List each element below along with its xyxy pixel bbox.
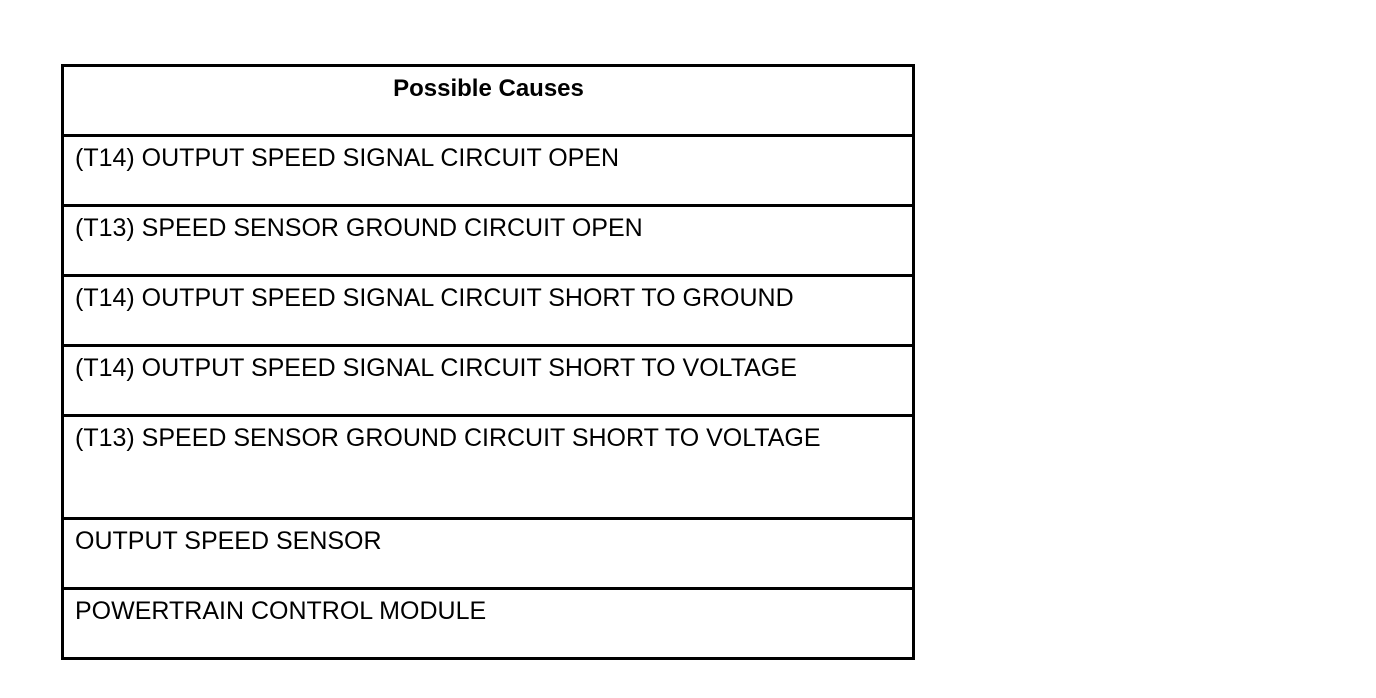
table-row: (T13) SPEED SENSOR GROUND CIRCUIT OPEN — [61, 204, 915, 277]
possible-causes-table: Possible Causes (T14) OUTPUT SPEED SIGNA… — [61, 64, 915, 660]
table-row: (T13) SPEED SENSOR GROUND CIRCUIT SHORT … — [61, 414, 915, 520]
cause-t13-ground-short-voltage: (T13) SPEED SENSOR GROUND CIRCUIT SHORT … — [61, 414, 915, 520]
cause-output-speed-sensor: OUTPUT SPEED SENSOR — [61, 517, 915, 590]
cause-t14-signal-short-voltage: (T14) OUTPUT SPEED SIGNAL CIRCUIT SHORT … — [61, 344, 915, 417]
table-row: POWERTRAIN CONTROL MODULE — [61, 587, 915, 660]
cause-t14-signal-short-ground: (T14) OUTPUT SPEED SIGNAL CIRCUIT SHORT … — [61, 274, 915, 347]
table-header-row: Possible Causes — [61, 64, 915, 137]
table-row: (T14) OUTPUT SPEED SIGNAL CIRCUIT SHORT … — [61, 274, 915, 347]
table-row: OUTPUT SPEED SENSOR — [61, 517, 915, 590]
cause-t13-ground-open: (T13) SPEED SENSOR GROUND CIRCUIT OPEN — [61, 204, 915, 277]
table-row: (T14) OUTPUT SPEED SIGNAL CIRCUIT OPEN — [61, 134, 915, 207]
table-row: (T14) OUTPUT SPEED SIGNAL CIRCUIT SHORT … — [61, 344, 915, 417]
table-header-possible-causes: Possible Causes — [61, 64, 915, 137]
cause-powertrain-control-module: POWERTRAIN CONTROL MODULE — [61, 587, 915, 660]
cause-t14-signal-open: (T14) OUTPUT SPEED SIGNAL CIRCUIT OPEN — [61, 134, 915, 207]
